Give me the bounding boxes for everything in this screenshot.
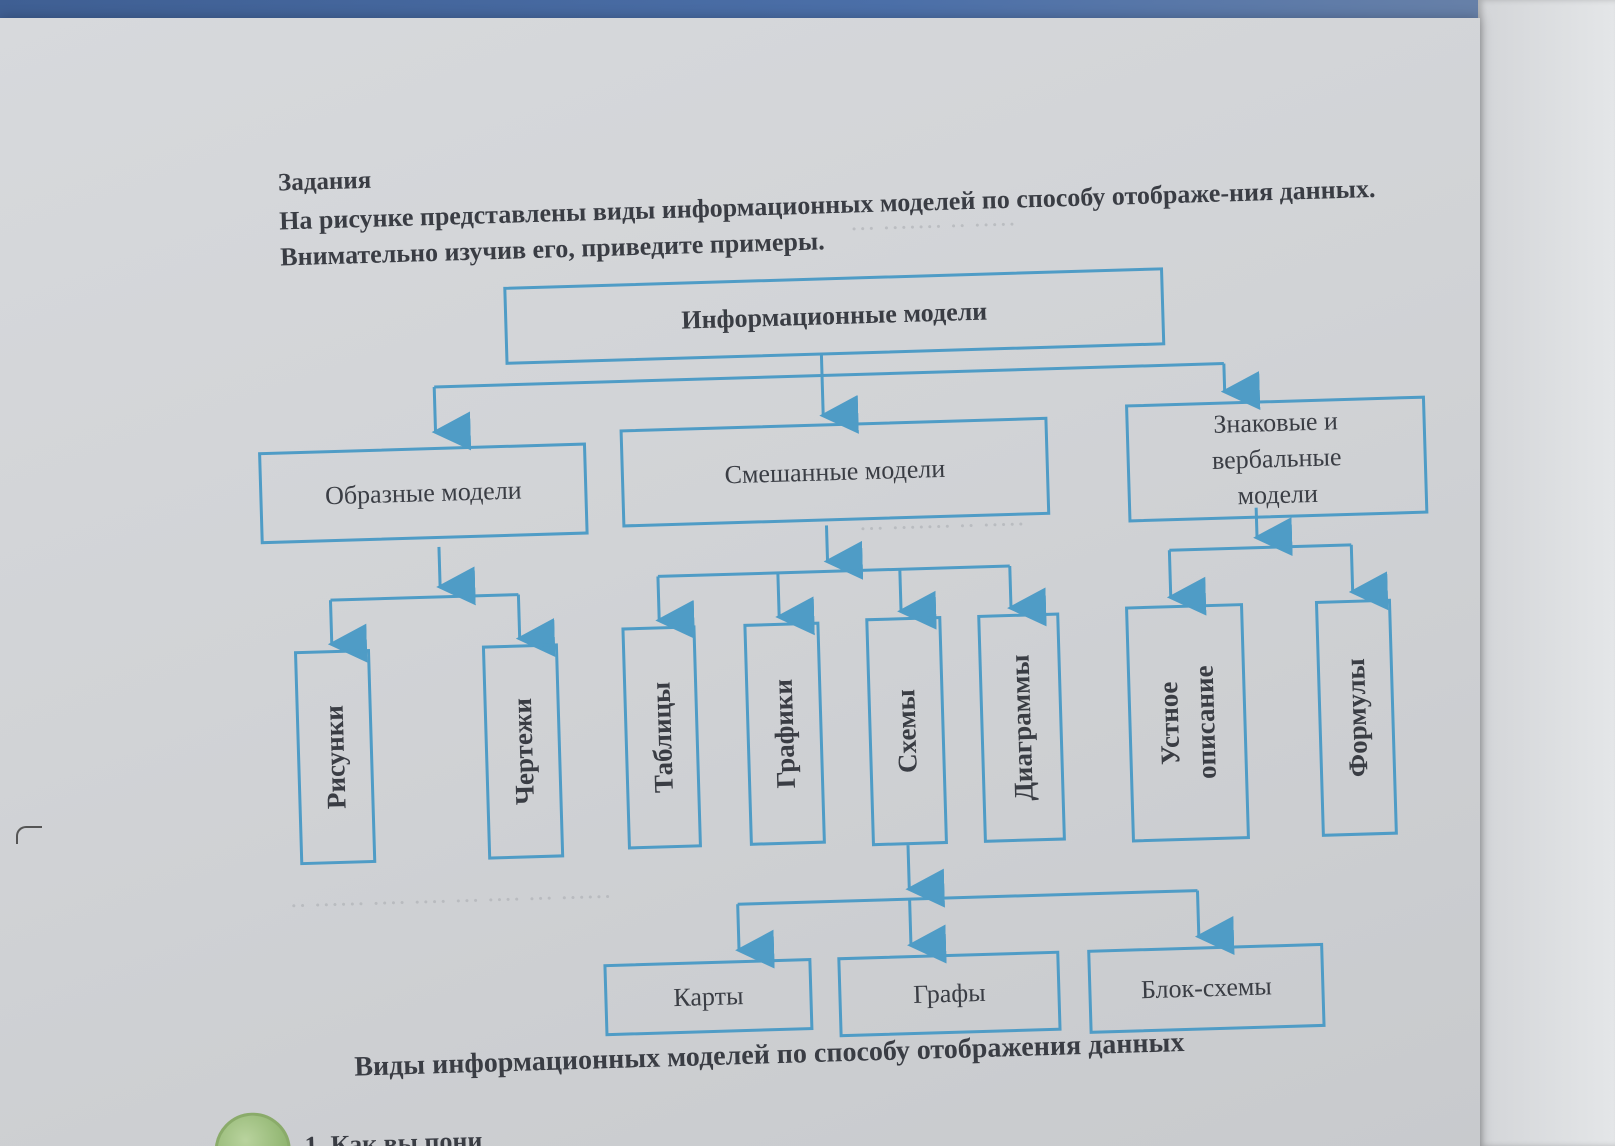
arrow-figurative-down — [436, 546, 476, 606]
arrow-to-figurative — [431, 386, 472, 451]
arrow-to-maps — [735, 904, 775, 969]
arrow-to-schemes — [897, 569, 937, 630]
arrow-schemes-down — [905, 845, 945, 908]
box-blueprints: Чертежи — [481, 643, 565, 860]
textbook-page: ··· ······· ·· ····· ··· ······· ·· ····… — [0, 18, 1480, 1146]
box-mixed-label: Смешанные модели — [724, 453, 946, 490]
box-figurative: Образные модели — [258, 442, 589, 545]
adjacent-page-edge — [1478, 0, 1615, 1146]
box-oral: Устное описание — [1125, 603, 1250, 843]
box-graphs: Графики — [743, 621, 826, 846]
box-oral-label: Устное описание — [1153, 665, 1223, 780]
arrow-to-flowcharts — [1194, 890, 1235, 955]
box-symbolic-label: Знаковые и вербальные модели — [1211, 406, 1342, 511]
box-maps: Карты — [603, 958, 814, 1037]
box-flowcharts: Блок-схемы — [1087, 942, 1326, 1034]
box-graphs-nodes: Графы — [837, 950, 1062, 1038]
box-schemes: Схемы — [865, 616, 948, 847]
arrow-to-oral — [1166, 550, 1207, 616]
connector-arrows — [327, 353, 1389, 969]
connector-line — [657, 564, 1010, 578]
box-diagrams: Диаграммы — [977, 612, 1066, 843]
box-root-label: Информационные модели — [680, 296, 988, 335]
box-diagrams-label: Диаграммы — [1004, 654, 1039, 802]
box-figurative-label: Образные модели — [324, 475, 523, 511]
book-cover-edge — [0, 0, 1615, 22]
arrow-to-graphs — [775, 572, 815, 636]
box-formulas-label: Формулы — [1339, 657, 1374, 778]
box-blueprints-label: Чертежи — [506, 697, 540, 806]
box-drawings: Рисунки — [293, 649, 377, 866]
page-content: ··· ······· ·· ····· ··· ······· ·· ····… — [213, 167, 1429, 1146]
connector-line — [1169, 543, 1352, 552]
arrow-symbolic-down — [1253, 507, 1293, 557]
box-graphs-nodes-label: Графы — [912, 977, 986, 1010]
connector-line — [434, 362, 1224, 389]
arrow-to-symbolic — [1220, 363, 1261, 410]
box-tables: Таблицы — [621, 625, 702, 850]
pencil-mark — [16, 826, 42, 844]
arrow-to-formulas — [1348, 544, 1389, 611]
arrow-to-diagrams — [1007, 565, 1047, 627]
arrow-to-blueprints — [515, 594, 556, 658]
box-tables-label: Таблицы — [645, 681, 679, 794]
box-symbolic: Знаковые и вербальные модели — [1125, 395, 1429, 523]
box-formulas: Формулы — [1314, 598, 1398, 837]
connector-line — [737, 889, 1198, 906]
box-flowcharts-label: Блок-схемы — [1140, 971, 1273, 1005]
box-maps-label: Карты — [672, 981, 744, 1013]
box-drawings-label: Рисунки — [318, 704, 352, 810]
connector-line — [330, 593, 519, 602]
arrow-mixed-down — [823, 525, 864, 580]
connector-line — [819, 353, 824, 376]
arrow-to-graphs-nodes — [907, 899, 947, 964]
box-graphs-label: Графики — [768, 678, 802, 789]
arrow-to-drawings — [327, 600, 368, 663]
box-mixed: Смешанные модели — [619, 416, 1051, 528]
box-schemes-label: Схемы — [890, 688, 923, 774]
arrow-to-tables — [655, 576, 695, 639]
arrow-to-mixed — [819, 375, 859, 434]
